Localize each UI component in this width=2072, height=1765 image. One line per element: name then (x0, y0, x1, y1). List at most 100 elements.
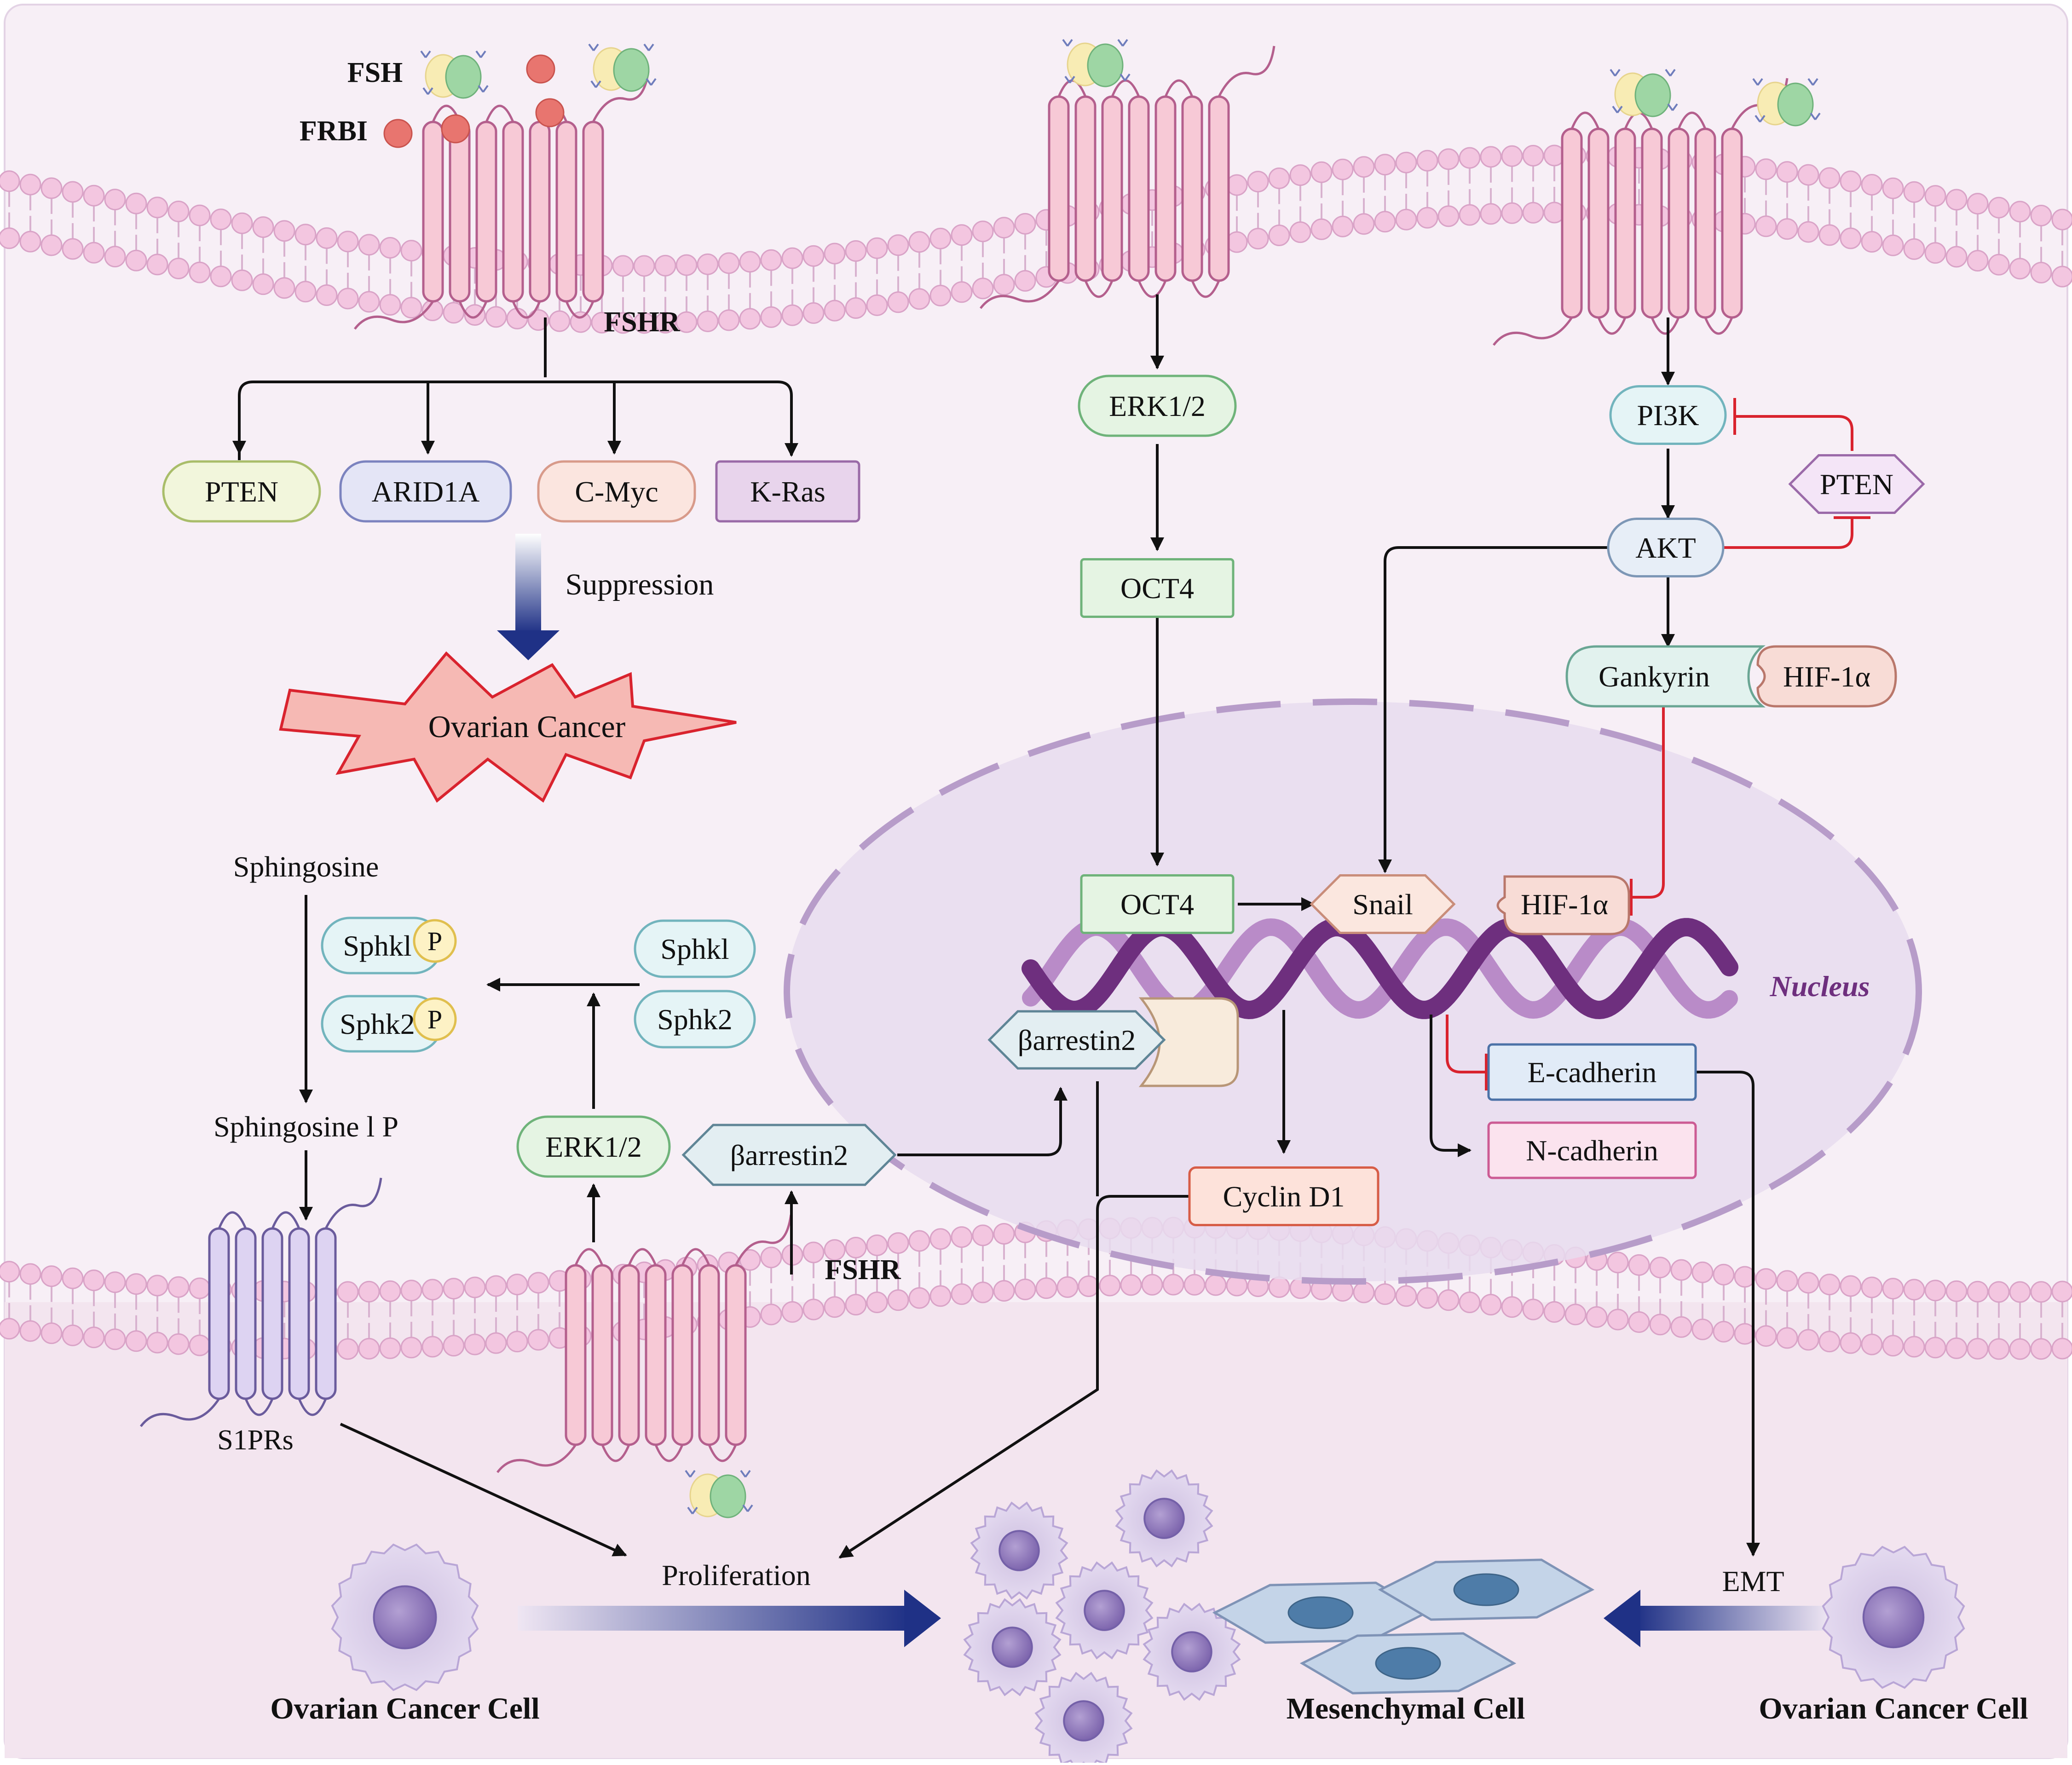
lipid-bottom-head (1183, 1274, 1206, 1296)
lipid-top-head (443, 302, 465, 324)
lipid-top-head (972, 277, 994, 300)
fsh-ligand-glycan (1062, 39, 1073, 47)
fshr-receptor-top-middle-tail (1218, 46, 1276, 98)
fsh-ligand-beta (1634, 73, 1671, 117)
lipid-bottom-head (1903, 1336, 1925, 1358)
pten-node-right-shape (1788, 454, 1925, 514)
lipid-top-head (2051, 265, 2072, 288)
lipid-bottom-head (464, 1276, 486, 1298)
lipid-top-head (591, 311, 613, 334)
lipid-bottom-head (2009, 1281, 2031, 1303)
lipid-top-head (125, 192, 147, 214)
lipid-top-head (1459, 204, 1481, 226)
ecadherin-node-label: E-cadherin (1528, 1056, 1657, 1089)
lipid-bottom-head (929, 1228, 952, 1250)
fshr-receptor-top-middle-helix (1128, 95, 1150, 282)
lipid-bottom-head (485, 1275, 507, 1297)
lipid-top-head (1967, 250, 1989, 272)
ncadherin-node-shape (1487, 1121, 1697, 1179)
lipid-bottom-head (1967, 1338, 1989, 1360)
lipid-top-head (929, 227, 952, 249)
lipid-top-head (1310, 218, 1333, 240)
fshr-receptor-top-left-helix (475, 121, 497, 303)
lipid-top-head (1861, 174, 1883, 196)
lipid-top-head (1437, 148, 1460, 170)
lipid-bottom-head (887, 1289, 909, 1311)
fshr-receptor-top-right-helix (1587, 127, 1610, 319)
lipid-top-head (210, 208, 232, 231)
lipid-bottom-head (1882, 1278, 1904, 1300)
lipid-bottom-head (1162, 1274, 1184, 1296)
lipid-top-head (633, 255, 655, 277)
fshr-receptor-bottom-loop (681, 1248, 710, 1266)
fsh-ligand-glycan (742, 1504, 753, 1512)
hif1a-node-cytoplasm-label: HIF-1α (1783, 660, 1870, 693)
fshr-receptor-top-right-tail (1493, 317, 1573, 346)
fsh-ligand-glycan (1667, 103, 1678, 111)
sphk2-node-label: Sphk2 (657, 1003, 733, 1036)
lipid-bottom-head (1967, 1280, 1989, 1303)
fshr-receptor-bottom-tail (496, 1444, 577, 1473)
fshr-receptor-top-right-helix (1668, 127, 1690, 319)
lipid-bottom-head (1564, 1304, 1587, 1326)
lipid-bottom-head (845, 1293, 867, 1315)
lipid-bottom-head (40, 1322, 63, 1344)
lipid-top-head (1755, 215, 1777, 237)
lipid-top-head (802, 245, 825, 267)
lipid-bottom-head (1818, 1331, 1841, 1353)
fsh-ligand-glycan (1117, 39, 1128, 47)
lipid-top-head (972, 220, 994, 242)
lipid-bottom-head (1607, 1252, 1629, 1274)
barrestin2-node-cytoplasm-label: βarrestin2 (730, 1139, 848, 1171)
lipid-bottom-head (400, 1280, 422, 1302)
lipid-bottom-head (1607, 1309, 1629, 1331)
lipid-top-head (1247, 228, 1269, 250)
fsh-label: FSH (347, 57, 403, 88)
lipid-top-head (1226, 231, 1248, 253)
akt-node-shape (1607, 518, 1725, 577)
lipid-bottom-head (1374, 1283, 1396, 1305)
lipid-bottom-head (1903, 1279, 1925, 1301)
fshr-receptor-top-left-loop (458, 301, 488, 319)
pten-node-right: PTEN (1788, 454, 1925, 514)
ecadherin-node-shape (1487, 1043, 1697, 1101)
s1pr-receptor-helix (208, 1227, 230, 1400)
lipid-bottom-head (1988, 1281, 2010, 1303)
fsh-ligand-beta (1087, 43, 1124, 87)
lipid-top-head (1268, 167, 1290, 189)
lipid-bottom-head (781, 1301, 803, 1323)
lipid-top-head (845, 240, 867, 262)
lipid-top-head (1776, 218, 1798, 240)
fshr-receptor-top-left-tail (354, 300, 434, 330)
s1pr-receptor-helix (315, 1227, 337, 1400)
lipid-top-head (1924, 185, 1946, 207)
lipid-bottom-head (802, 1298, 825, 1321)
lipid-bottom-head (1120, 1274, 1142, 1296)
lipid-top-head (400, 240, 422, 262)
lipid-bottom-head (1861, 1276, 1883, 1298)
lipid-bottom-head (1882, 1335, 1904, 1357)
lipid-top-head (146, 196, 168, 219)
lipid-top-head (0, 170, 20, 192)
lipid-top-head (1967, 193, 1989, 215)
fshr-receptor-top-right-helix (1614, 127, 1636, 319)
erk12-node-bottom-shape (516, 1115, 671, 1178)
lipid-bottom-head (1988, 1338, 2010, 1360)
lipid-bottom-head (1078, 1275, 1100, 1297)
fsh-ligand-glycan (422, 87, 433, 95)
fshr-receptor-top-left-helix (422, 121, 444, 303)
sphk1-node-label: Sphkl (660, 933, 729, 965)
lipid-top-head (62, 238, 84, 260)
lipid-bottom-head (358, 1338, 380, 1360)
fshr-top-label: FSHR (604, 306, 681, 338)
lipid-top-head (1289, 164, 1311, 186)
lipid-top-head (189, 204, 211, 226)
sphk2-phospho-node-phospho-label: P (427, 1004, 442, 1034)
kras-node-label: K-Ras (750, 475, 825, 508)
cyclind1-node-label: Cyclin D1 (1223, 1180, 1345, 1213)
emt-arrow (1604, 1590, 1829, 1647)
lipid-top-head (400, 297, 422, 319)
lipid-top-head (273, 277, 295, 299)
lipid-bottom-head (1205, 1274, 1227, 1296)
